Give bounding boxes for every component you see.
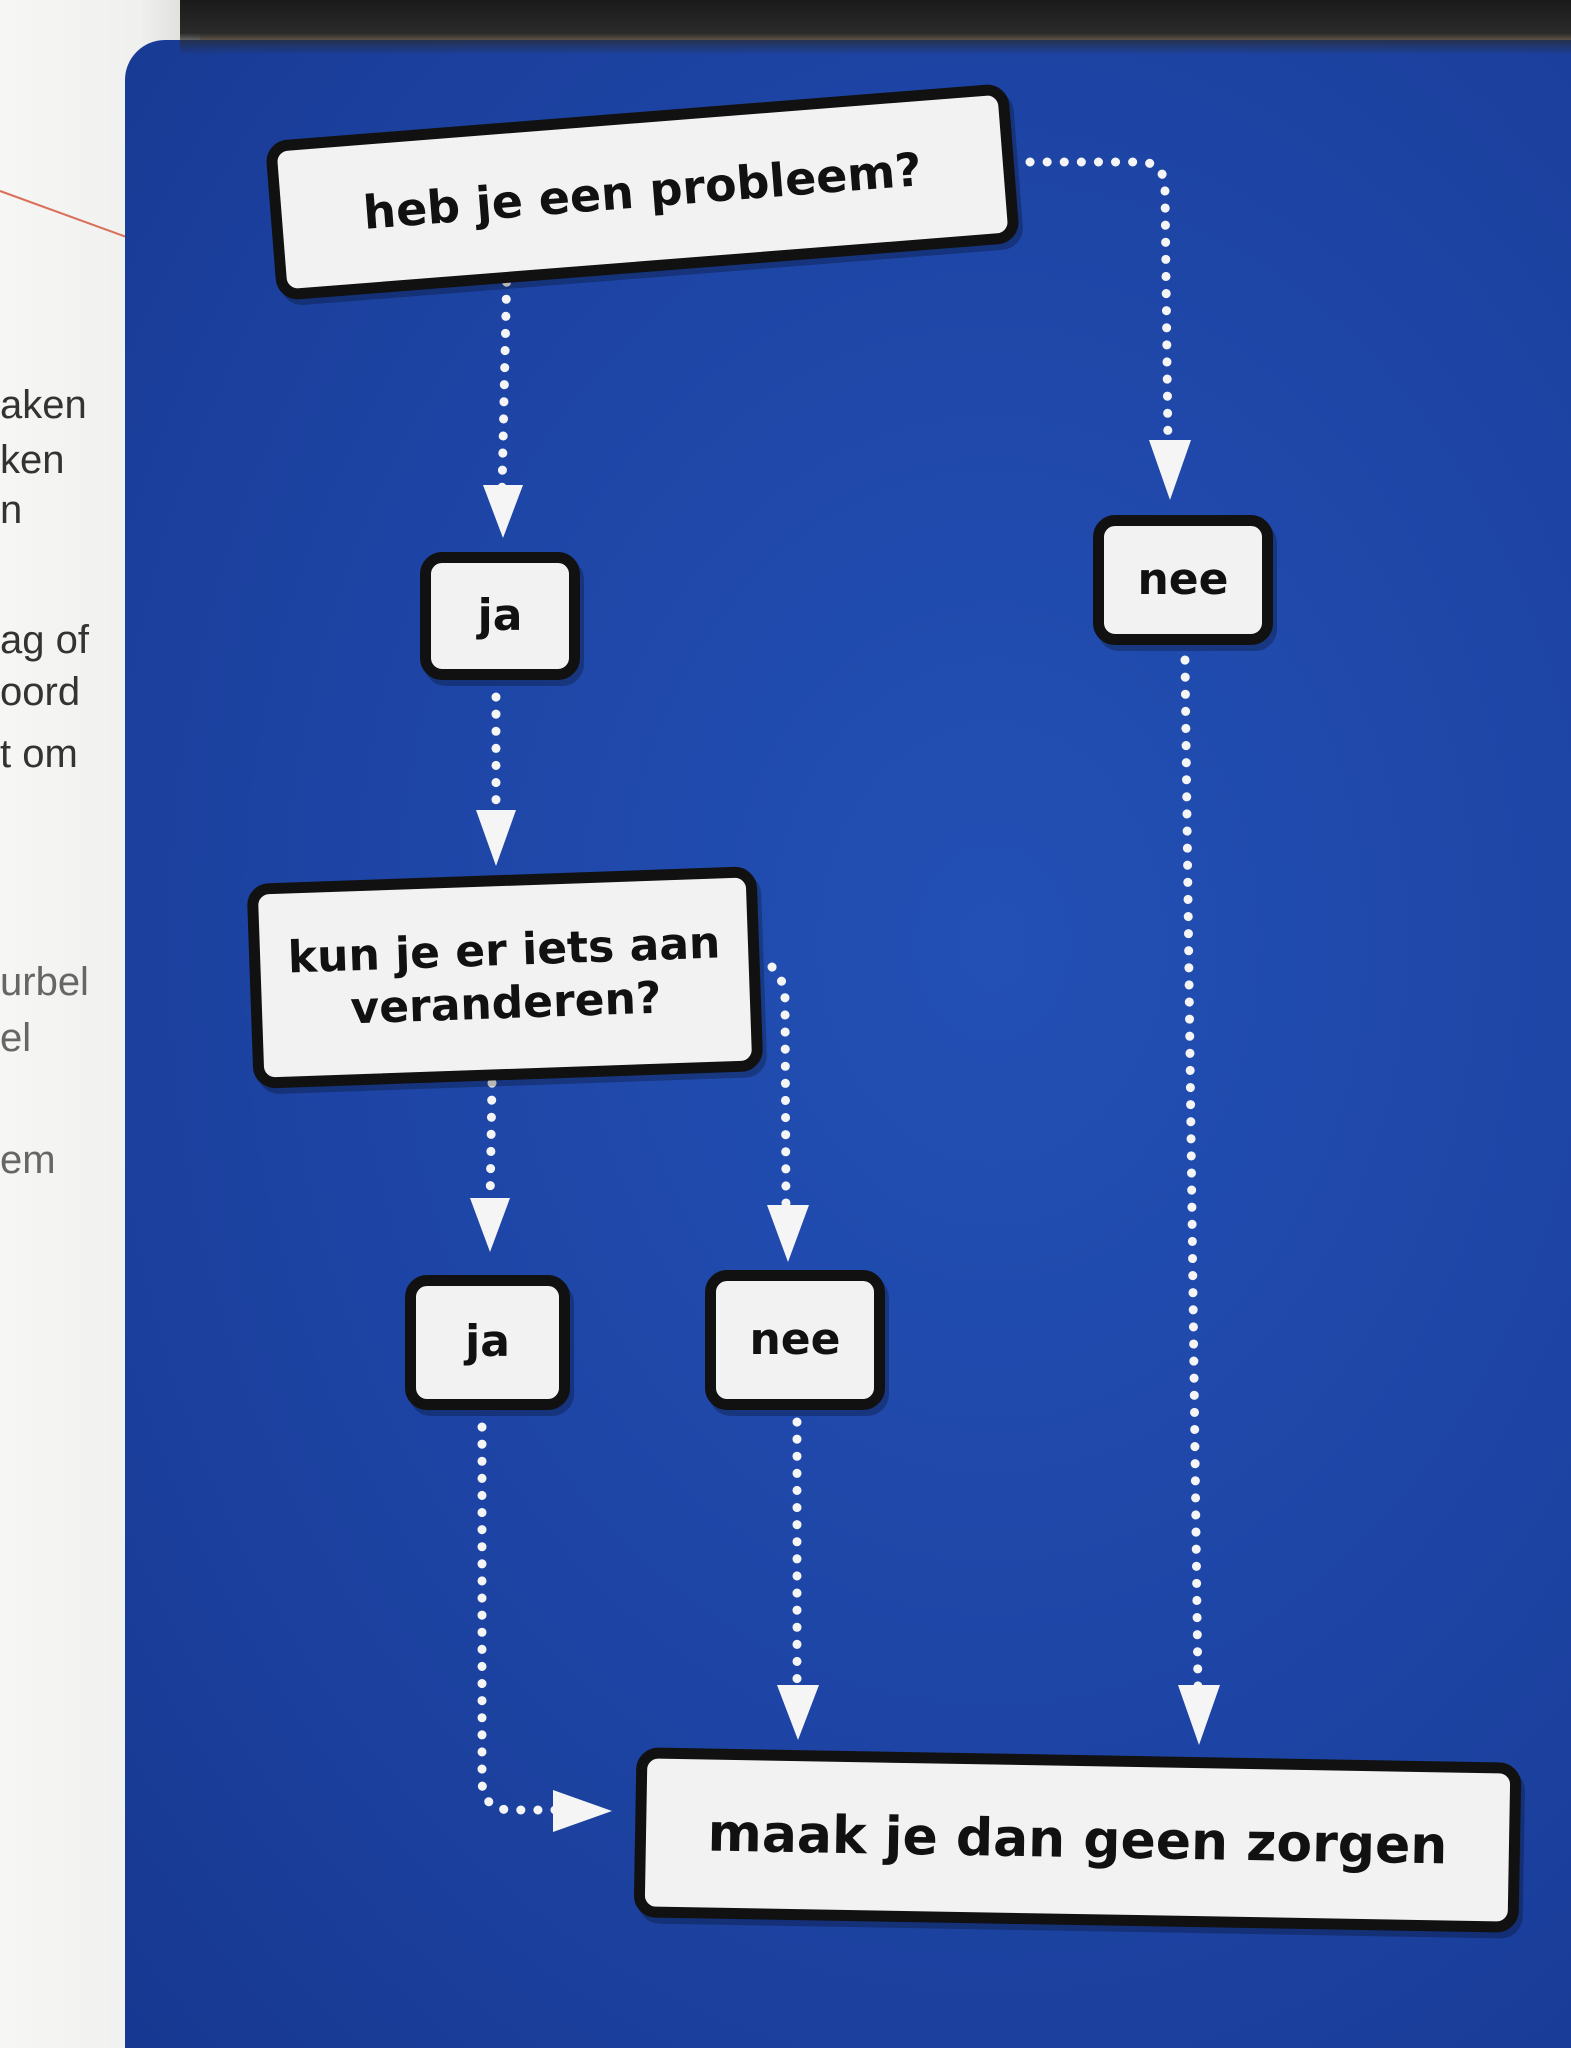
arrowhead-icon: [767, 1205, 809, 1262]
left-page-text: el: [0, 1016, 32, 1060]
arrowhead-icon: [483, 485, 523, 538]
question-1-label: heb je een probleem?: [361, 142, 924, 241]
left-page-text: em: [0, 1138, 56, 1182]
answer-nee-1-label: nee: [1137, 553, 1229, 605]
arrowhead-icon: [1149, 440, 1191, 500]
left-page-text: n: [0, 488, 23, 532]
left-page-text: urbel: [0, 960, 89, 1004]
answer-ja-1-box: ja: [420, 552, 580, 680]
arrowhead-icon: [476, 810, 516, 866]
page-edge-shadow: [180, 0, 1571, 55]
question-2-label: kun je er iets aan veranderen?: [287, 917, 722, 1034]
left-page-text: aken: [0, 383, 87, 427]
connector-q2-no: [767, 962, 791, 1210]
conclusion-box: maak je dan geen zorgen: [633, 1747, 1522, 1933]
answer-ja-2-label: ja: [465, 1316, 510, 1368]
left-page-text: ken: [0, 438, 65, 482]
arrowhead-icon: [1178, 1685, 1220, 1745]
left-page-text: ag of: [0, 618, 89, 662]
question-change-box: kun je er iets aan veranderen?: [246, 866, 764, 1089]
connector-ja-to-end: [477, 1422, 560, 1815]
arrowhead-icon: [470, 1198, 510, 1252]
arrowhead-icon: [777, 1685, 819, 1740]
answer-nee-2-box: nee: [705, 1270, 885, 1410]
answer-nee-1-box: nee: [1093, 515, 1273, 645]
connector-q1-yes: [497, 260, 512, 495]
connector-nee-right-to-end: [1180, 655, 1203, 1695]
connector-q2-yes: [485, 1078, 497, 1210]
conclusion-label: maak je dan geen zorgen: [707, 1803, 1448, 1877]
connector-q1-no: [1025, 157, 1173, 450]
answer-ja-1-label: ja: [477, 589, 523, 641]
arrowhead-icon: [553, 1790, 612, 1832]
left-page-text: oord: [0, 670, 81, 714]
answer-ja-2-box: ja: [405, 1275, 570, 1410]
left-page-text: t om: [0, 732, 78, 776]
answer-nee-2-label: nee: [749, 1313, 841, 1365]
